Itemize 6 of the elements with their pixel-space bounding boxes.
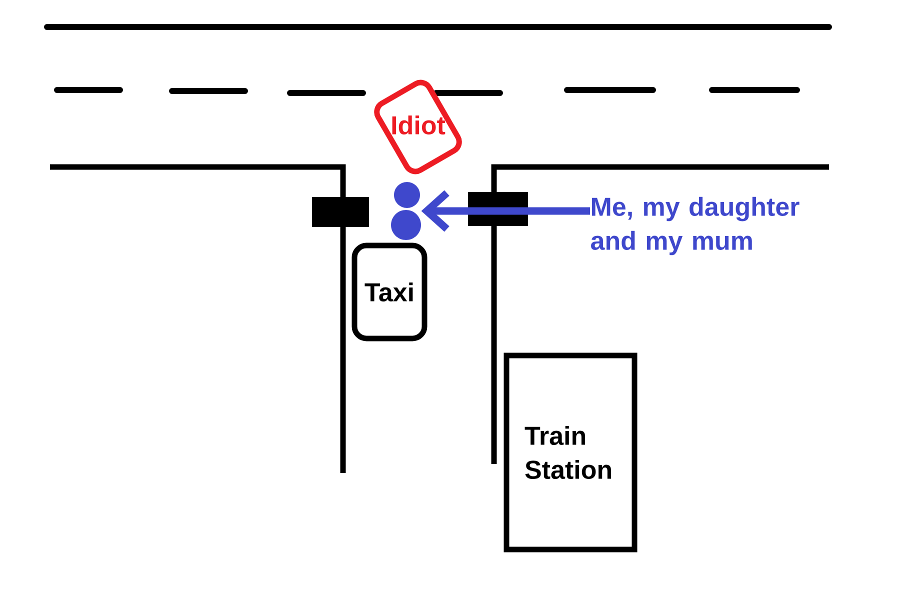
taxi-box: Taxi <box>352 242 428 342</box>
annotation-text: Me, my daughter and my mum <box>591 196 800 256</box>
arrow <box>421 190 590 232</box>
car-box: Idiot <box>374 80 462 174</box>
people-dots <box>391 182 421 240</box>
station-box: Train Station <box>504 352 638 552</box>
